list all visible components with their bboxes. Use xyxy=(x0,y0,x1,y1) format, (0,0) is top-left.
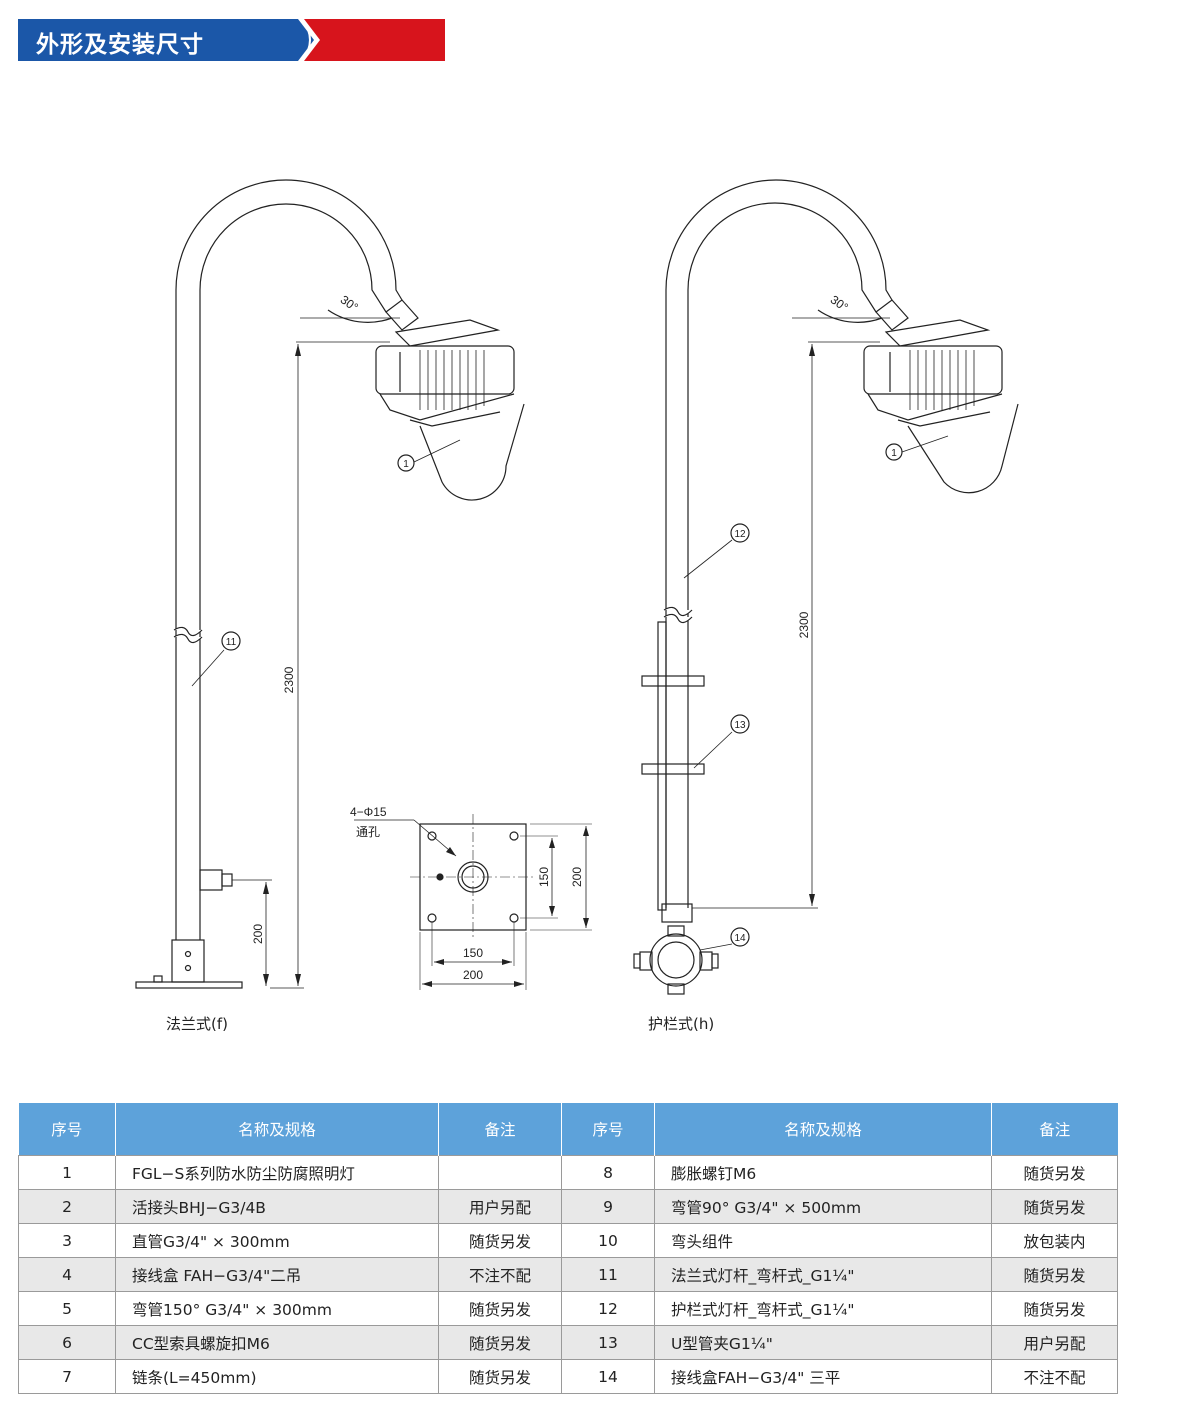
guardrail-callout-13-text: 13 xyxy=(734,720,746,731)
cell-note: 随货另发 xyxy=(438,1325,562,1360)
cell-note: 随货另发 xyxy=(438,1359,562,1394)
cell-no: 13 xyxy=(561,1325,655,1360)
section-title: 外形及安装尺寸 xyxy=(36,32,204,58)
cell-no: 11 xyxy=(561,1257,655,1292)
flange-glass-dome xyxy=(419,403,525,501)
table-row: 2 活接头BHJ−G3/4B 用户另配 9 弯管90° G3/4" × 500m… xyxy=(18,1189,1118,1224)
cell-note: 随货另发 xyxy=(438,1291,562,1326)
plate-outer-height-label: 200 xyxy=(570,867,584,887)
cell-no: 2 xyxy=(18,1189,116,1224)
cell-name: 直管G3/4" × 300mm xyxy=(115,1223,439,1258)
header-note-right: 备注 xyxy=(991,1103,1118,1156)
cell-name: U型管夹G1¼" xyxy=(654,1325,992,1360)
base-plate-view xyxy=(354,814,592,990)
cell-name: CC型索具螺旋扣M6 xyxy=(115,1325,439,1360)
guardrail-glass-dome xyxy=(907,403,1019,494)
cell-name: FGL−S系列防水防尘防腐照明灯 xyxy=(115,1155,439,1190)
header-name-left: 名称及规格 xyxy=(115,1103,439,1156)
cell-no: 4 xyxy=(18,1257,116,1292)
cell-name: 接线盒 FAH−G3/4"二吊 xyxy=(115,1257,439,1292)
cell-note: 不注不配 xyxy=(991,1359,1118,1394)
cell-note: 不注不配 xyxy=(438,1257,562,1292)
header-name-right: 名称及规格 xyxy=(654,1103,992,1156)
guardrail-callout-13 xyxy=(730,714,750,734)
plate-outer-width-label: 200 xyxy=(463,968,483,982)
cell-no: 14 xyxy=(561,1359,655,1394)
parts-table: 序号 名称及规格 备注 序号 名称及规格 备注 1 FGL−S系列防水防尘防腐照… xyxy=(18,1103,1118,1394)
flange-callout-11-text: 11 xyxy=(226,637,237,648)
installation-drawing: 30° 30° 2300 200 2300 4−Φ15 通孔 150 200 1… xyxy=(135,179,1019,995)
cell-note xyxy=(438,1155,562,1190)
hole-spec-label: 4−Φ15 xyxy=(350,805,387,819)
cell-name: 弯头组件 xyxy=(654,1223,992,1258)
header-banner xyxy=(18,19,445,61)
header-note-left: 备注 xyxy=(438,1103,562,1156)
cell-no: 10 xyxy=(561,1223,655,1258)
guardrail-callout-12-text: 12 xyxy=(734,529,746,540)
flange-callout-11 xyxy=(221,631,241,651)
guardrail-callout-14-text: 14 xyxy=(734,933,746,944)
guardrail-callout-14 xyxy=(730,927,750,947)
table-row: 6 CC型索具螺旋扣M6 随货另发 13 U型管夹G1¼" 用户另配 xyxy=(18,1325,1118,1360)
cell-note: 用户另配 xyxy=(991,1325,1118,1360)
guardrail-callout-1 xyxy=(885,443,903,461)
flange-callout-1-text: 1 xyxy=(403,459,409,470)
cell-no: 7 xyxy=(18,1359,116,1394)
cell-note: 随货另发 xyxy=(991,1291,1118,1326)
cell-note: 放包装内 xyxy=(991,1223,1118,1258)
guardrail-type-assembly xyxy=(633,179,1019,995)
table-row: 3 直管G3/4" × 300mm 随货另发 10 弯头组件 放包装内 xyxy=(18,1223,1118,1258)
flange-height-label: 2300 xyxy=(282,666,296,693)
cell-name: 弯管150° G3/4" × 300mm xyxy=(115,1291,439,1326)
guardrail-lamp xyxy=(863,319,1019,494)
header-no-left: 序号 xyxy=(18,1103,116,1156)
flange-lamp xyxy=(375,319,525,501)
cell-no: 3 xyxy=(18,1223,116,1258)
table-row: 4 接线盒 FAH−G3/4"二吊 不注不配 11 法兰式灯杆_弯杆式_G1¼"… xyxy=(18,1257,1118,1292)
flange-angle-label: 30° xyxy=(338,293,361,315)
cell-name: 接线盒FAH−G3/4" 三平 xyxy=(654,1359,992,1394)
flange-caption: 法兰式(f) xyxy=(166,1015,228,1033)
cell-note: 随货另发 xyxy=(991,1155,1118,1190)
cell-name: 弯管90° G3/4" × 500mm xyxy=(654,1189,992,1224)
section-header: 外形及安装尺寸 xyxy=(18,19,445,61)
cell-no: 5 xyxy=(18,1291,116,1326)
table-row: 1 FGL−S系列防水防尘防腐照明灯 8 膨胀螺钉M6 随货另发 xyxy=(18,1155,1118,1190)
table-row: 5 弯管150° G3/4" × 300mm 随货另发 12 护栏式灯杆_弯杆式… xyxy=(18,1291,1118,1326)
cell-note: 随货另发 xyxy=(991,1189,1118,1224)
cell-name: 护栏式灯杆_弯杆式_G1¼" xyxy=(654,1291,992,1326)
cell-name: 膨胀螺钉M6 xyxy=(654,1155,992,1190)
table-header-row: 序号 名称及规格 备注 序号 名称及规格 备注 xyxy=(18,1103,1118,1156)
guardrail-pole xyxy=(665,179,893,908)
flange-pole xyxy=(175,179,403,940)
guardrail-callout-1-text: 1 xyxy=(891,448,897,459)
cell-no: 12 xyxy=(561,1291,655,1326)
cell-name: 法兰式灯杆_弯杆式_G1¼" xyxy=(654,1257,992,1292)
flange-callout-1 xyxy=(397,454,415,472)
guardrail-height-label: 2300 xyxy=(797,611,811,638)
cell-no: 1 xyxy=(18,1155,116,1190)
cell-no: 6 xyxy=(18,1325,116,1360)
plate-inner-height-label: 150 xyxy=(537,867,551,887)
cell-name: 链条(L=450mm) xyxy=(115,1359,439,1394)
cell-note: 随货另发 xyxy=(991,1257,1118,1292)
flange-base-height-label: 200 xyxy=(251,924,265,944)
cell-no: 9 xyxy=(561,1189,655,1224)
cell-note: 随货另发 xyxy=(438,1223,562,1258)
header-no-right: 序号 xyxy=(561,1103,655,1156)
hole-note-label: 通孔 xyxy=(356,825,380,839)
cell-note: 用户另配 xyxy=(438,1189,562,1224)
cell-name: 活接头BHJ−G3/4B xyxy=(115,1189,439,1224)
guardrail-callout-12 xyxy=(730,523,750,543)
guardrail-caption: 护栏式(h) xyxy=(648,1015,715,1033)
table-row: 7 链条(L=450mm) 随货另发 14 接线盒FAH−G3/4" 三平 不注… xyxy=(18,1359,1118,1394)
flange-type-assembly xyxy=(135,179,525,989)
guardrail-angle-label: 30° xyxy=(828,293,851,315)
cell-no: 8 xyxy=(561,1155,655,1190)
plate-inner-width-label: 150 xyxy=(463,946,483,960)
